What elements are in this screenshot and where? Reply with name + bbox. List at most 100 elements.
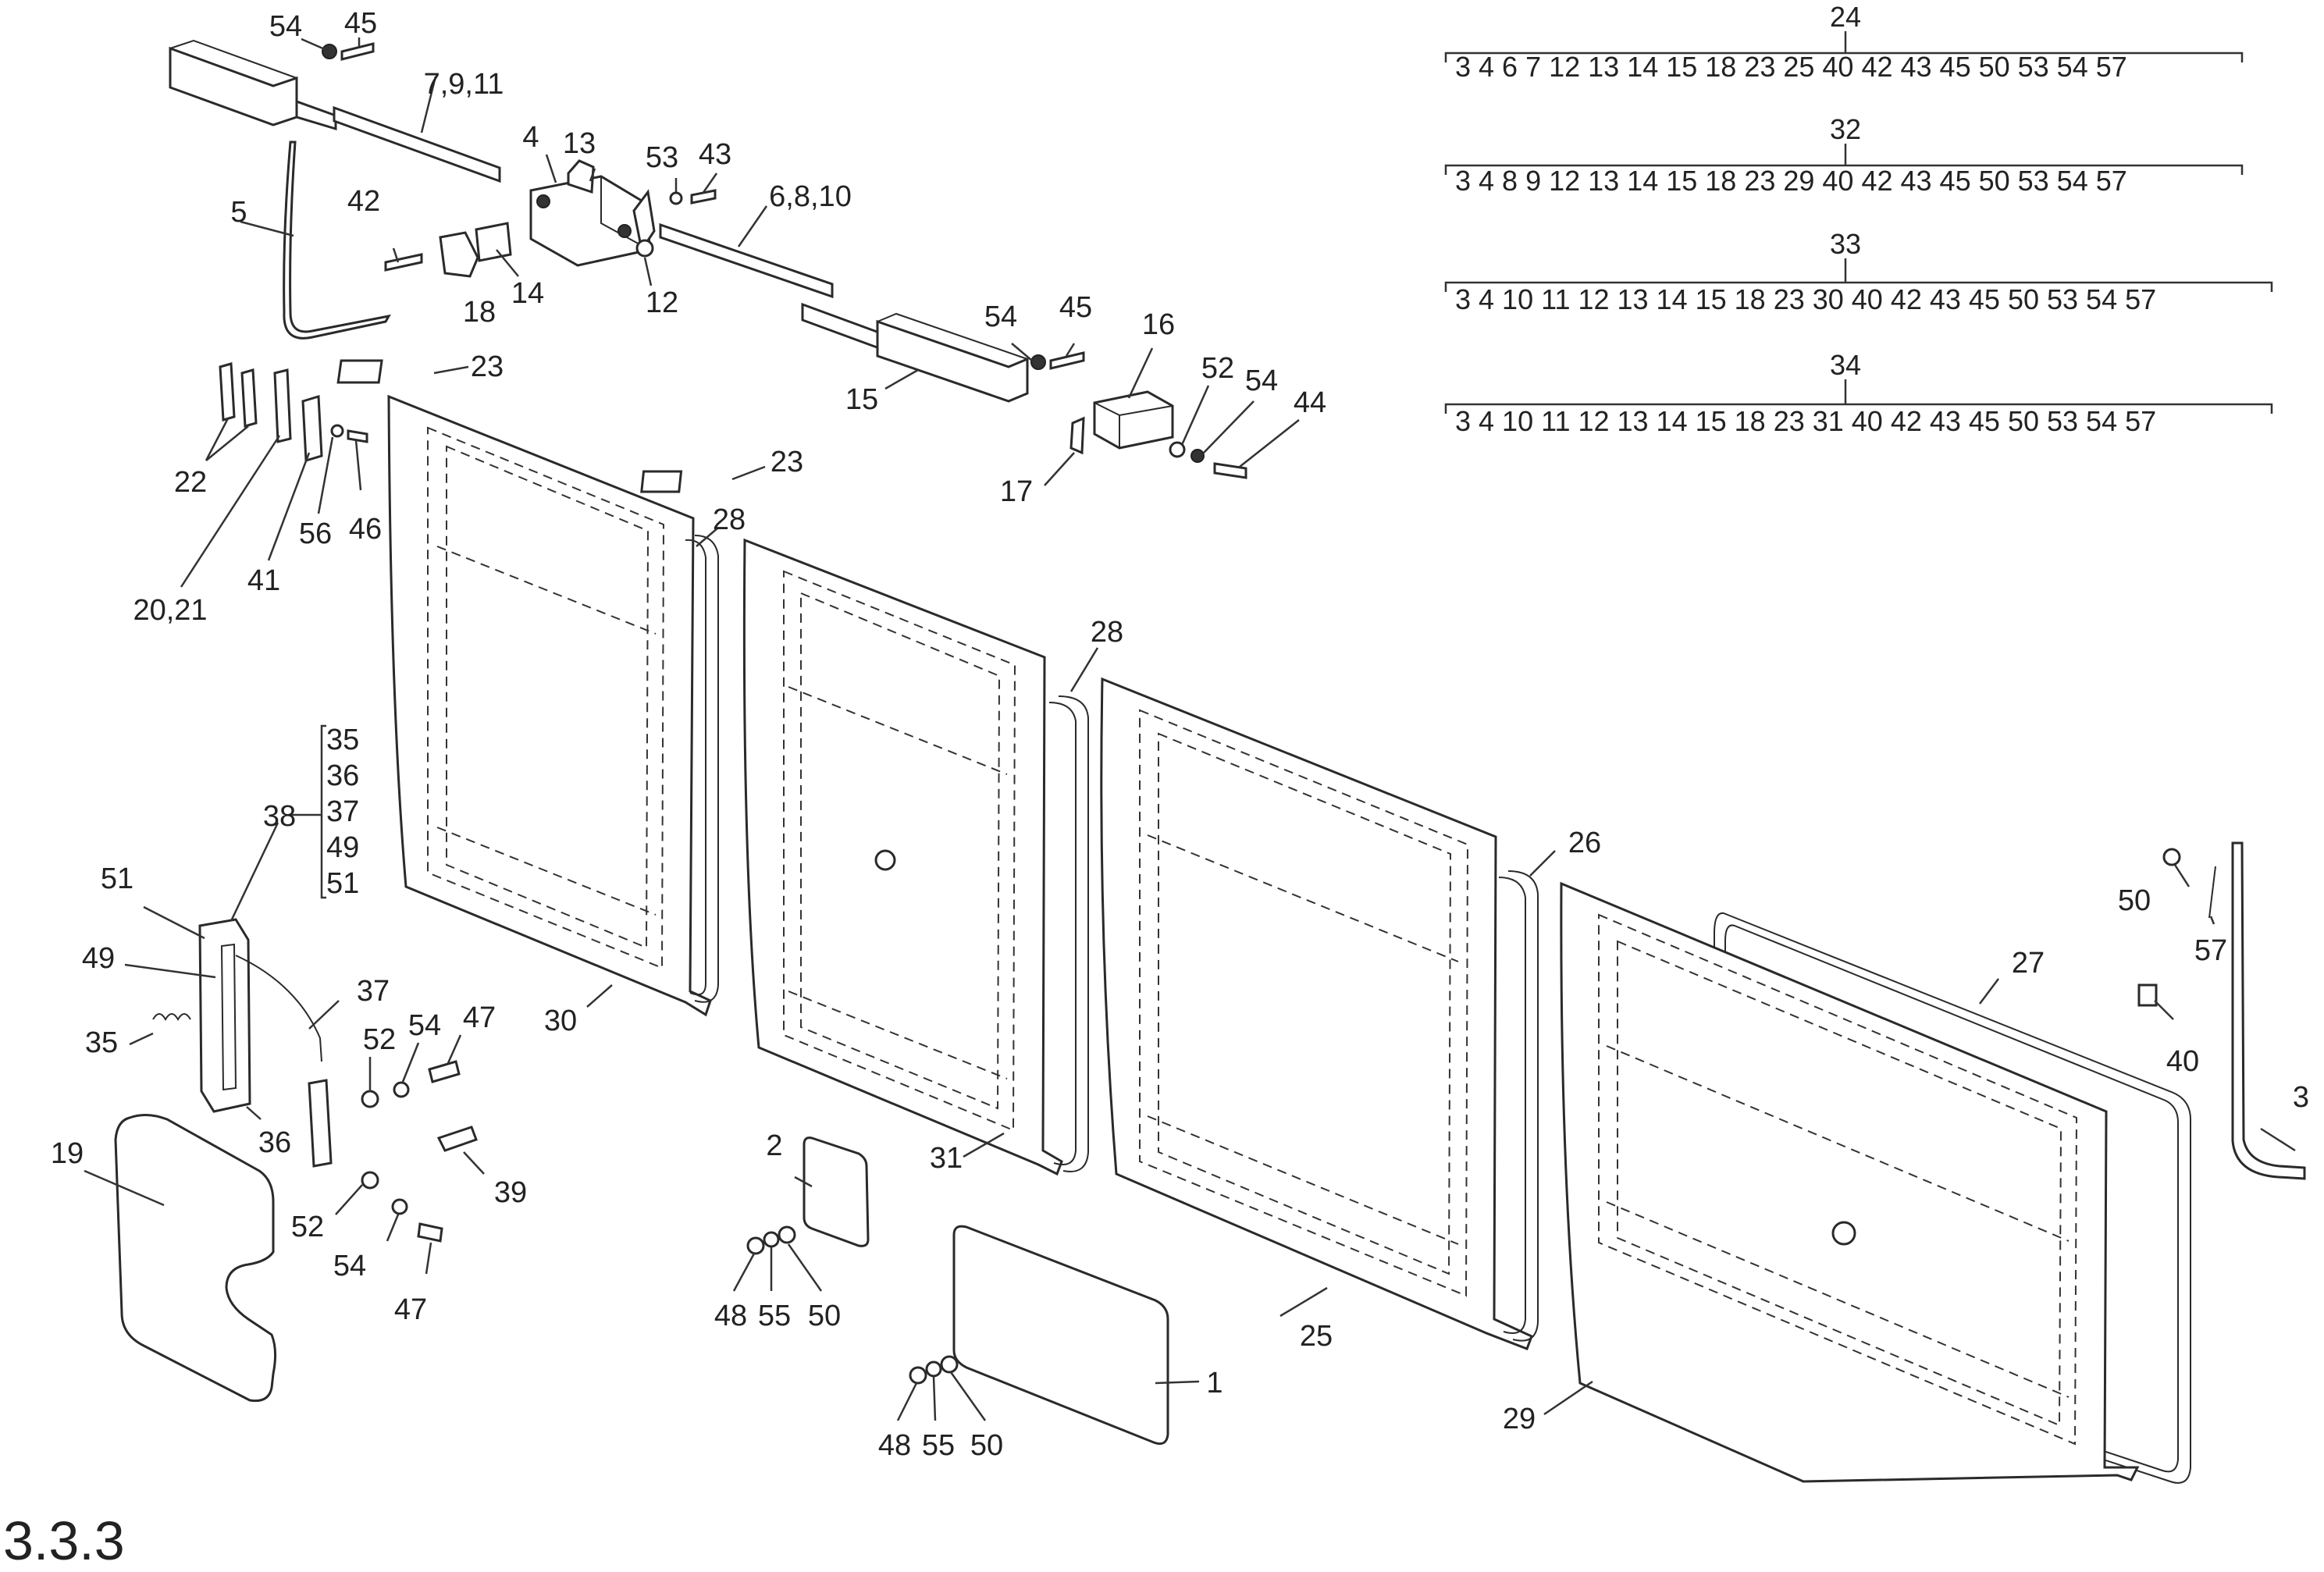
assembly-parts: 3 4 10 11 12 13 14 15 18 23 31 40 42 43 … [1455,405,2156,437]
callout-55: 55 [922,1429,955,1462]
callout-52: 52 [363,1023,396,1056]
kit-item: 35 [326,724,359,756]
callout-35: 35 [85,1026,118,1059]
callout-6-8-10: 6,8,10 [769,180,852,213]
part-bolt-45 [1049,351,1085,370]
assembly-number: 34 [1830,349,1861,381]
assembly-number: 32 [1830,113,1861,145]
callout-56: 56 [299,517,332,550]
callout-30: 30 [544,1005,577,1037]
part-bracket-13 [567,159,595,194]
callout-48: 48 [714,1300,747,1332]
callout-25: 25 [1300,1320,1333,1353]
part-cover-plate-2 [803,1136,870,1247]
part-plate-14 [475,222,512,262]
callout-52: 52 [1201,352,1234,385]
part-washer-53 [669,191,683,205]
assembly-parts: 3 4 6 7 12 13 14 15 18 23 25 40 42 43 45… [1455,51,2127,83]
callout-16: 16 [1142,308,1175,341]
part-washer-55 [925,1360,942,1378]
callout-55: 55 [758,1300,791,1332]
part-washer-50 [940,1355,959,1374]
callout-52: 52 [291,1211,324,1243]
part-box-16 [1093,390,1174,450]
callout-50: 50 [2118,884,2151,917]
part-spring-35 [152,1013,191,1022]
assembly-number: 33 [1830,228,1861,260]
callout-15: 15 [845,383,878,416]
assembly-list-33: 33 3 4 10 11 12 13 14 15 18 23 30 40 42 … [1444,228,2273,315]
callout-17: 17 [1000,475,1033,508]
leader-lines [84,37,2296,1421]
assembly-parts: 3 4 8 9 12 13 14 15 18 23 29 40 42 43 45… [1455,165,2127,197]
part-bolt-44 [1213,462,1247,479]
part-pad-19 [114,1114,277,1403]
callout-18: 18 [463,296,496,329]
part-door-panel-25 [1100,677,1533,1350]
part-bent-rod-5 [283,140,391,340]
assembly-parts: 3 4 10 11 12 13 14 15 18 23 30 40 42 43 … [1455,283,2156,315]
part-lever-12 [632,189,656,253]
callout-19: 19 [51,1137,84,1170]
part-bolt-46 [347,429,368,443]
callout-3: 3 [2293,1081,2309,1114]
callout-28: 28 [713,503,746,536]
part-knob-39 [436,1126,478,1152]
kit-item: 36 [326,759,359,792]
callout-47: 47 [394,1293,427,1326]
callout-40: 40 [2166,1045,2199,1078]
part-lever-12-pivot [635,239,654,258]
part-washer-54 [391,1198,408,1215]
callout-57: 57 [2194,934,2227,967]
callout-14: 14 [511,277,544,310]
part-washer-55 [763,1231,780,1248]
part-washer-52 [361,1090,379,1108]
part-hinge-plates-22 [219,362,258,428]
callout-38: 38 [263,800,296,833]
callout-46: 46 [349,513,382,546]
part-screw-42 [384,253,423,272]
callout-50: 50 [808,1300,841,1332]
part-clip-40 [2137,983,2158,1007]
callout-54: 54 [1245,365,1278,397]
part-washer-56 [330,424,344,438]
callout-28: 28 [1091,616,1123,649]
callout-42: 42 [347,185,380,218]
part-seal-frame-27 [1714,912,2191,1484]
part-bolt-45 [340,42,375,61]
part-handle-bar-3 [2231,841,2306,1180]
callout-54: 54 [408,1009,441,1042]
part-washer-54 [1030,354,1046,370]
part-seal-26 [1507,870,1539,1342]
callout-54: 54 [984,301,1017,333]
callout-53: 53 [646,141,678,174]
callout-7-9-11: 7,9,11 [424,68,504,101]
part-wire-37 [235,955,322,1062]
kit-item: 51 [326,867,359,900]
part-actuator-housing-right [801,302,1029,403]
part-screw-43 [690,189,717,205]
callout-45: 45 [344,7,377,40]
part-seal-28 [1058,695,1089,1172]
part-screw-47 [417,1222,443,1243]
callout-31: 31 [930,1142,963,1175]
callout-23: 23 [471,350,504,383]
part-washer-50 [2162,848,2181,866]
part-washer-52 [361,1171,379,1190]
part-door-panel-31 [742,538,1063,1176]
callout-5: 5 [230,196,247,229]
callout-22: 22 [174,466,207,499]
callout-43: 43 [699,138,731,171]
part-hinge-20-21 [273,368,292,443]
figure-number: 3.3.3 [3,1510,125,1568]
part-seal-frame-27 [1724,924,2179,1473]
part-rod-7-9-11 [333,105,501,183]
part-screw-47 [428,1060,461,1083]
part-nut-48 [746,1236,765,1255]
part-actuator-housing-left [169,39,337,131]
callout-29: 29 [1503,1403,1536,1435]
callout-26: 26 [1568,827,1601,859]
callout-47: 47 [463,1001,496,1034]
